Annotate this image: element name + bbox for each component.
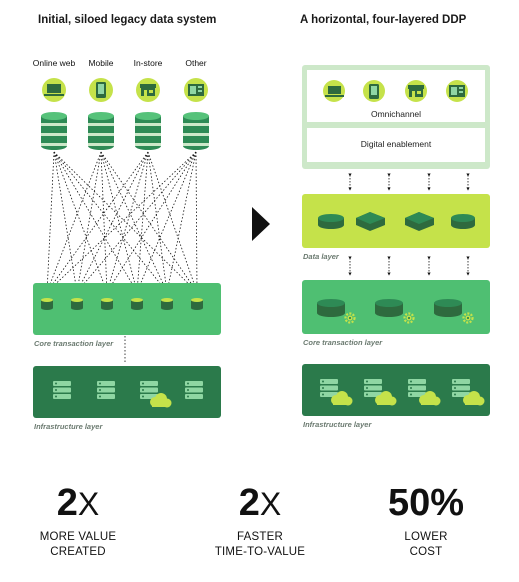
left-core-transaction-layer-box (33, 283, 221, 335)
bidirectional-arrows (348, 173, 470, 191)
data-layer-box (302, 194, 490, 248)
channel-label-other: Other (185, 58, 207, 68)
right-core-transaction-layer-label: Core transaction layer (303, 338, 383, 347)
server-icon (364, 379, 382, 397)
right-diagram-title: A horizontal, four-layered DDP (300, 14, 467, 26)
stat-value-more-value: 2X (56, 482, 100, 524)
stat-value-faster: 2X (238, 482, 282, 524)
architecture-diagram (33, 65, 490, 418)
laptop-icon (323, 80, 345, 102)
left-diagram-title: Initial, siloed legacy data system (38, 14, 217, 26)
digital-enablement-label: Digital enablement (360, 139, 432, 149)
left-infrastructure-layer-box (33, 366, 221, 418)
server-icon (185, 381, 203, 399)
channel-label-in-store: In-store (133, 58, 163, 68)
server-icon (452, 379, 470, 397)
mobile-phone-icon (89, 78, 113, 102)
stat-value-lower-cost: 50% (387, 482, 465, 524)
laptop-icon (42, 78, 66, 102)
database-stack-icon (88, 112, 114, 150)
transition-arrow-icon (252, 207, 270, 241)
left-infrastructure-layer-label: Infrastructure layer (34, 422, 103, 431)
bidirectional-arrows (348, 256, 470, 276)
database-stack-icon (41, 112, 67, 150)
left-core-transaction-layer-label: Core transaction layer (34, 339, 114, 348)
server-icon (140, 381, 158, 399)
channel-label-online-web: Online web (32, 58, 76, 68)
server-icon (53, 381, 71, 399)
dotted-connection-lines (46, 151, 198, 293)
digital-enablement-box (307, 128, 485, 162)
server-icon (408, 379, 426, 397)
document-icon (446, 80, 468, 102)
database-with-gear-icons (317, 299, 474, 324)
omnichannel-label: Omnichannel (370, 109, 422, 119)
right-infrastructure-layer-label: Infrastructure layer (303, 420, 372, 429)
server-icon (97, 381, 115, 399)
data-layer-label: Data layer (303, 252, 339, 261)
database-stack-icon (183, 112, 209, 150)
mobile-phone-icon (363, 80, 385, 102)
data-shape-icons (318, 212, 475, 231)
document-icon (184, 78, 208, 102)
database-stack-icon (135, 112, 161, 150)
server-icon (320, 379, 338, 397)
channel-label-mobile: Mobile (88, 58, 114, 68)
store-icon (136, 78, 160, 102)
store-icon (405, 80, 427, 102)
